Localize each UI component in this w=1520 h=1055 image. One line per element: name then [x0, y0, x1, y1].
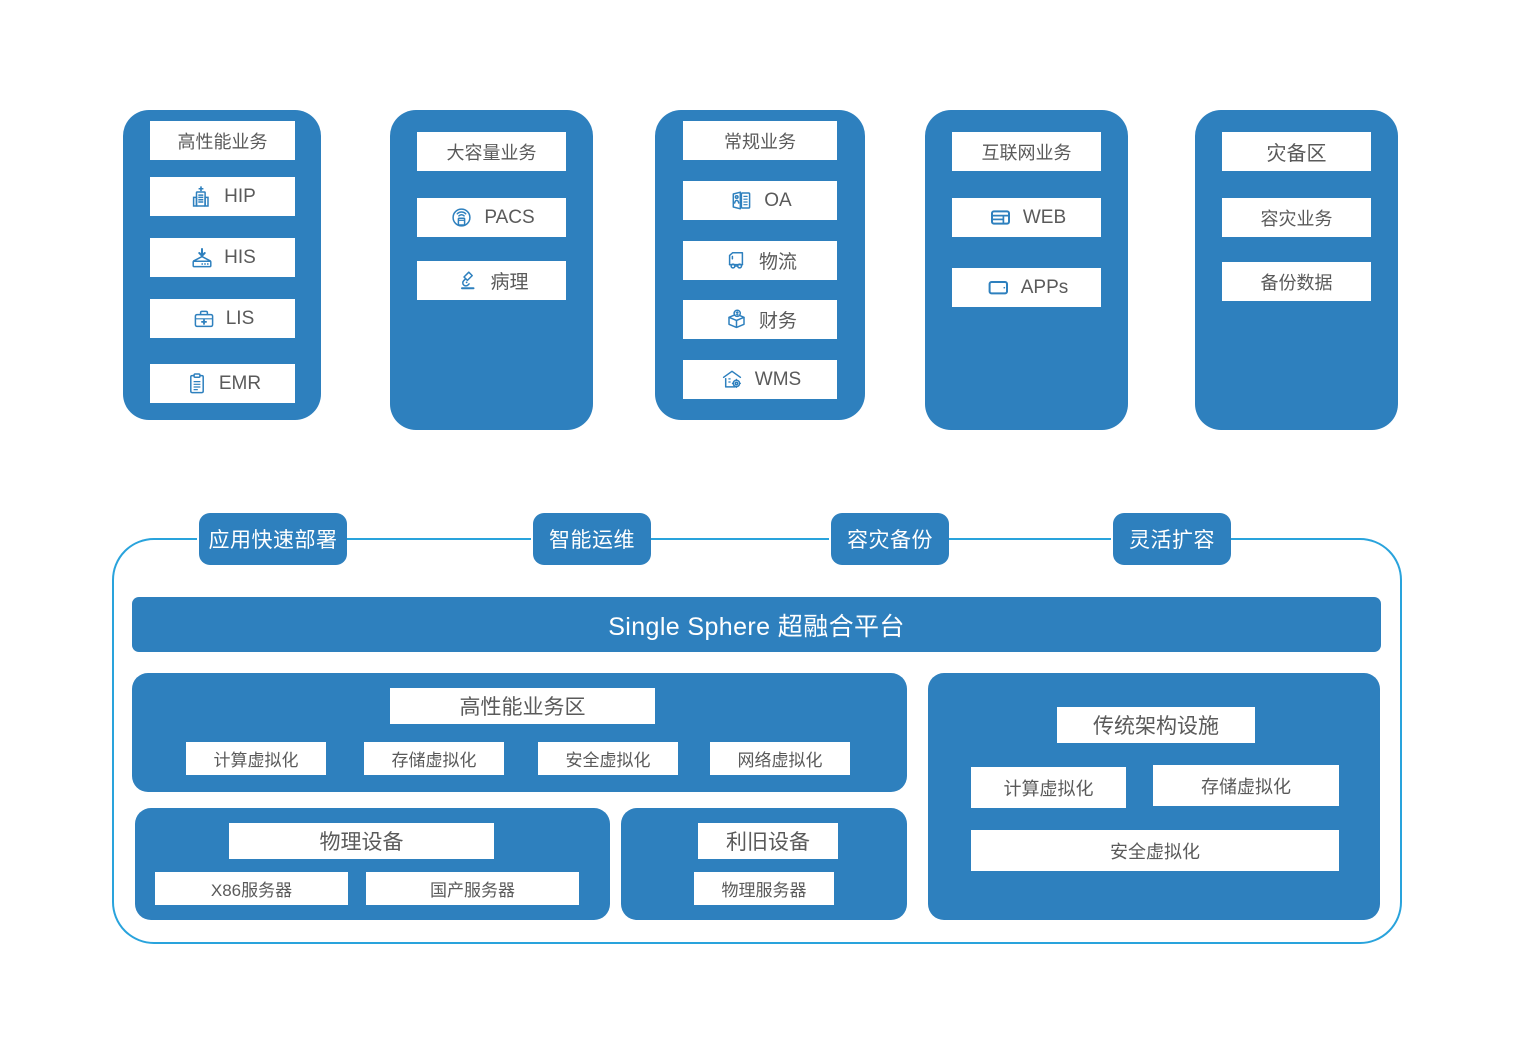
pd-item-domestic-server[interactable]: 国产服务器 — [366, 872, 579, 905]
warehouse-gear-icon — [719, 366, 746, 393]
item-label: 容灾业务 — [1260, 208, 1333, 229]
pill-label: 灵活扩容 — [1129, 529, 1215, 552]
item-his[interactable]: HIS — [150, 238, 295, 277]
item-label: 病理 — [490, 272, 529, 293]
item-label: 安全虚拟化 — [565, 751, 651, 770]
item-label: EMR — [218, 372, 262, 394]
item-wms[interactable]: WMS — [683, 360, 837, 399]
panel-title-reused-devices: 利旧设备 — [698, 823, 838, 859]
feature-pill-rapid-deployment[interactable]: 应用快速部署 — [199, 513, 347, 565]
item-web[interactable]: WEB — [952, 198, 1101, 237]
item-label: 存储虚拟化 — [1201, 776, 1291, 797]
item-label: 备份数据 — [1260, 272, 1333, 293]
column-header-disaster-recovery: 灾备区 — [1222, 132, 1371, 171]
item-label: 物流 — [758, 252, 797, 273]
item-label: X86服务器 — [210, 881, 293, 900]
item-pacs[interactable]: PACS — [417, 198, 566, 237]
column-header-label: 互联网业务 — [981, 142, 1072, 163]
inbox-download-icon — [189, 245, 215, 271]
panel-title-label: 物理设备 — [319, 831, 404, 854]
column-header-label: 高性能业务 — [177, 131, 268, 152]
hpz-item-storage[interactable]: 存储虚拟化 — [364, 742, 504, 775]
item-label: HIP — [224, 185, 256, 207]
column-header-label: 常规业务 — [724, 131, 796, 152]
clipboard-document-icon — [184, 371, 210, 397]
item-label: LIS — [225, 307, 255, 329]
ti-item-storage[interactable]: 存储虚拟化 — [1153, 765, 1339, 806]
pill-label: 应用快速部署 — [208, 529, 338, 552]
panel-title-high-performance-zone: 高性能业务区 — [390, 688, 655, 724]
hpz-item-network[interactable]: 网络虚拟化 — [710, 742, 850, 775]
item-apps[interactable]: APPs — [952, 268, 1101, 307]
item-dr-business[interactable]: 容灾业务 — [1222, 198, 1371, 237]
item-oa[interactable]: OA — [683, 181, 837, 220]
panel-title-physical-devices: 物理设备 — [229, 823, 494, 859]
delivery-truck-icon — [723, 247, 750, 274]
item-label: HIS — [224, 246, 256, 268]
column-header-internet-business: 互联网业务 — [952, 132, 1101, 171]
platform-container-outline — [112, 538, 1402, 944]
item-label: 计算虚拟化 — [213, 751, 299, 770]
feature-pill-disaster-backup[interactable]: 容灾备份 — [831, 513, 949, 565]
column-header-label: 大容量业务 — [446, 142, 537, 163]
medical-kit-icon — [191, 306, 217, 332]
panel-title-label: 高性能业务区 — [459, 696, 586, 719]
microscope-icon — [454, 267, 481, 294]
ti-item-security[interactable]: 安全虚拟化 — [971, 830, 1339, 871]
item-label: 存储虚拟化 — [391, 751, 477, 770]
item-label: 物理服务器 — [721, 881, 807, 900]
pill-label: 智能运维 — [549, 529, 635, 552]
item-emr[interactable]: EMR — [150, 364, 295, 403]
column-header-regular-business: 常规业务 — [683, 121, 837, 160]
id-document-icon — [728, 187, 755, 214]
item-label: 国产服务器 — [430, 881, 515, 900]
browser-layout-icon — [987, 204, 1014, 231]
rd-item-physical-server[interactable]: 物理服务器 — [694, 872, 834, 905]
pd-item-x86-server[interactable]: X86服务器 — [155, 872, 348, 905]
item-label: OA — [764, 189, 792, 211]
item-label: WEB — [1022, 206, 1067, 228]
hpz-item-security[interactable]: 安全虚拟化 — [538, 742, 678, 775]
feature-pill-flexible-scaling[interactable]: 灵活扩容 — [1113, 513, 1231, 565]
hospital-building-icon — [189, 184, 215, 210]
platform-title-label: Single Sphere 超融合平台 — [608, 612, 905, 641]
coin-box-icon — [723, 306, 750, 333]
platform-title-bar: Single Sphere 超融合平台 — [132, 597, 1381, 652]
hpz-item-compute[interactable]: 计算虚拟化 — [186, 742, 326, 775]
column-header-label: 灾备区 — [1266, 143, 1327, 165]
feature-pill-intelligent-ops[interactable]: 智能运维 — [533, 513, 651, 565]
ct-scanner-icon — [448, 204, 475, 231]
item-hip[interactable]: HIP — [150, 177, 295, 216]
column-header-large-capacity: 大容量业务 — [417, 132, 566, 171]
item-label: APPs — [1020, 276, 1069, 298]
tablet-device-icon — [985, 274, 1012, 301]
ti-item-compute[interactable]: 计算虚拟化 — [971, 767, 1126, 808]
panel-title-traditional-infrastructure: 传统架构设施 — [1057, 707, 1255, 743]
panel-title-label: 利旧设备 — [726, 831, 810, 854]
item-label: 安全虚拟化 — [1110, 841, 1200, 862]
item-label: 计算虚拟化 — [1003, 778, 1094, 799]
item-lis[interactable]: LIS — [150, 299, 295, 338]
item-label: 网络虚拟化 — [737, 751, 823, 770]
item-label: PACS — [484, 206, 535, 228]
column-header-high-performance: 高性能业务 — [150, 121, 295, 160]
item-logistics[interactable]: 物流 — [683, 241, 837, 280]
item-label: WMS — [754, 368, 802, 390]
panel-title-label: 传统架构设施 — [1093, 715, 1219, 738]
item-finance[interactable]: 财务 — [683, 300, 837, 339]
item-pathology[interactable]: 病理 — [417, 261, 566, 300]
item-label: 财务 — [758, 311, 797, 332]
pill-label: 容灾备份 — [847, 529, 933, 552]
item-backup-data[interactable]: 备份数据 — [1222, 262, 1371, 301]
